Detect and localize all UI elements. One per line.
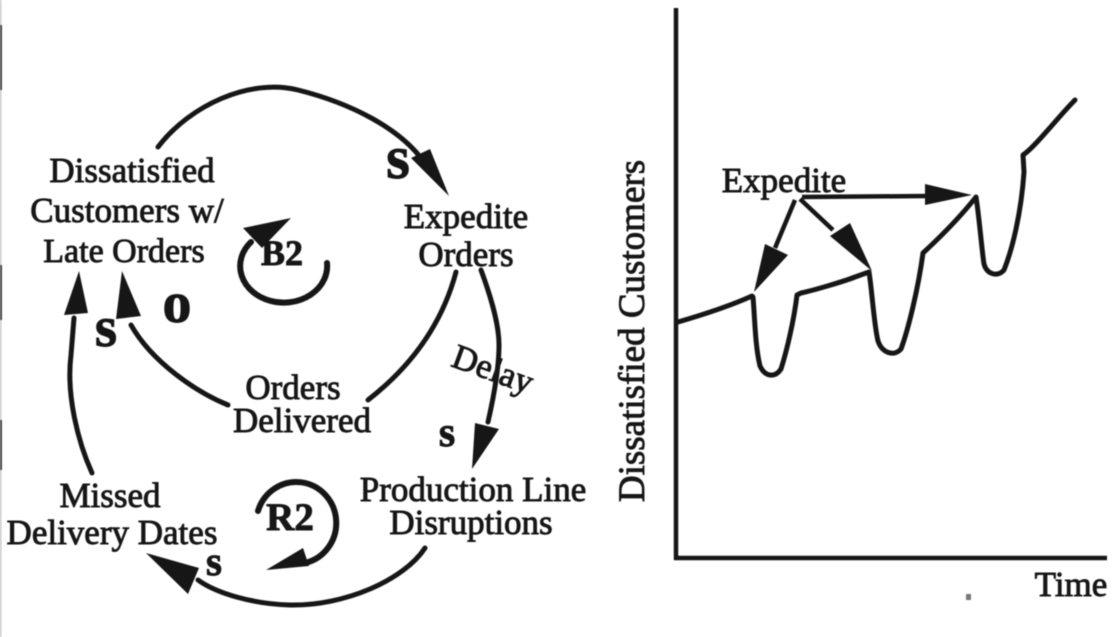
svg-text:Disruptions: Disruptions <box>389 503 552 542</box>
svg-text:Production Line: Production Line <box>360 470 587 509</box>
svg-text:s: s <box>95 296 117 359</box>
svg-text:B2: B2 <box>261 233 303 273</box>
svg-text:s: s <box>386 125 410 192</box>
svg-text:Dissatisfied Customers: Dissatisfied Customers <box>612 160 653 502</box>
svg-text:Delivery Dates: Delivery Dates <box>7 513 218 552</box>
svg-text:Time: Time <box>1035 565 1108 604</box>
svg-text:Customers w/: Customers w/ <box>30 191 224 230</box>
svg-text:Orders: Orders <box>245 368 340 407</box>
svg-text:o: o <box>163 270 192 335</box>
svg-text:Missed: Missed <box>59 476 161 515</box>
svg-text:Expedite: Expedite <box>722 161 846 200</box>
svg-text:Dissatisfied: Dissatisfied <box>49 151 215 190</box>
svg-text:Expedite: Expedite <box>404 197 528 236</box>
svg-text:s: s <box>206 538 222 584</box>
svg-text:s: s <box>439 410 455 456</box>
svg-text:Orders: Orders <box>418 235 513 274</box>
svg-text:R2: R2 <box>266 496 314 539</box>
svg-text:Late Orders: Late Orders <box>43 233 204 270</box>
svg-text:Delivered: Delivered <box>233 401 371 440</box>
